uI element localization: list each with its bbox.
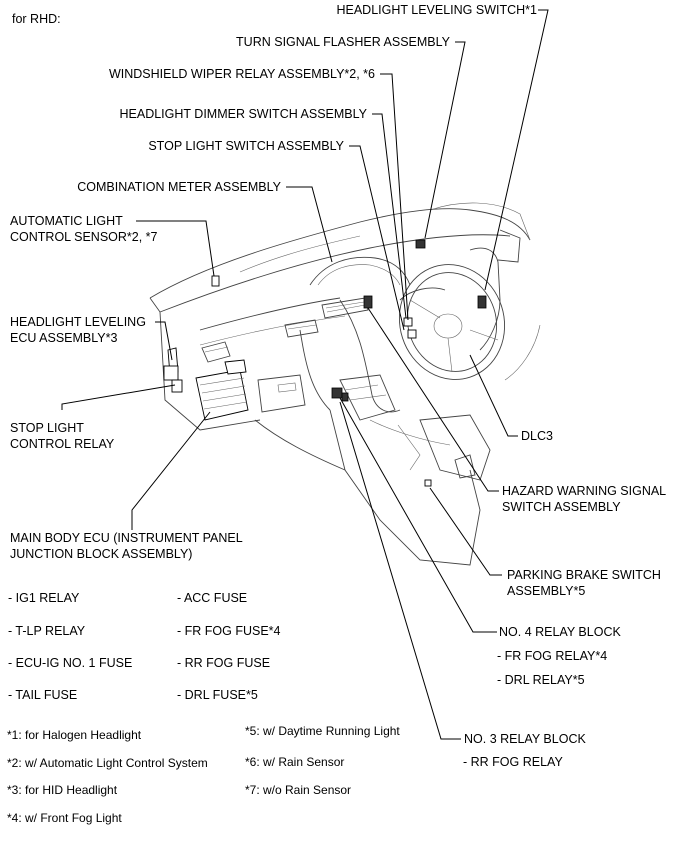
label-stop-light-relay-line1: STOP LIGHT [10, 421, 84, 435]
label-no3-relay-block: NO. 3 RELAY BLOCK [464, 732, 586, 746]
list-item: - RR FOG FUSE [177, 656, 271, 670]
flasher-part [477, 295, 487, 309]
relay-block-no3-part [341, 392, 349, 402]
label-combination-meter: COMBINATION METER ASSEMBLY [77, 180, 281, 194]
label-stop-light-relay-line2: CONTROL RELAY [10, 437, 115, 451]
list-item: - FR FOG RELAY*4 [497, 649, 608, 663]
label-hazard-switch-line2: SWITCH ASSEMBLY [502, 500, 621, 514]
junction-block-part [195, 369, 249, 421]
list-item: - TAIL FUSE [8, 688, 78, 702]
label-no4-relay-block: NO. 4 RELAY BLOCK [499, 625, 621, 639]
list-item: - ACC FUSE [177, 591, 248, 605]
hazard-switch-part [363, 295, 373, 309]
list-item: - FR FOG FUSE*4 [177, 624, 281, 638]
leader-lines [61, 9, 549, 740]
label-main-body-ecu-line1: MAIN BODY ECU (INSTRUMENT PANEL [10, 531, 243, 545]
dashboard-outline [149, 202, 541, 566]
label-parking-brake-line1: PARKING BRAKE SWITCH [507, 568, 661, 582]
auto-light-sensor-part [211, 275, 220, 287]
no3-relay-item: - RR FOG RELAY [463, 755, 563, 769]
list-item: - ECU-IG NO. 1 FUSE [8, 656, 133, 670]
label-headlight-dimmer-switch: HEADLIGHT DIMMER SWITCH ASSEMBLY [119, 107, 368, 121]
list-item: - DRL FUSE*5 [177, 688, 258, 702]
footnote: *7: w/o Rain Sensor [245, 783, 352, 797]
list-item: - DRL RELAY*5 [497, 673, 585, 687]
list-item: - T-LP RELAY [8, 624, 86, 638]
relay-block-no4-part [331, 387, 343, 399]
label-main-body-ecu-line2: JUNCTION BLOCK ASSEMBLY) [10, 547, 193, 561]
footnote: *1: for Halogen Headlight [7, 728, 142, 742]
footnote: *2: w/ Automatic Light Control System [7, 756, 208, 770]
label-leveling-ecu-line1: HEADLIGHT LEVELING [10, 315, 146, 329]
diagram-title: for RHD: [12, 12, 61, 26]
label-turn-signal-flasher: TURN SIGNAL FLASHER ASSEMBLY [236, 35, 450, 49]
label-windshield-wiper-relay: WINDSHIELD WIPER RELAY ASSEMBLY*2, *6 [108, 67, 375, 81]
footnote: *6: w/ Rain Sensor [245, 755, 345, 769]
parking-brake-switch-part [424, 479, 432, 487]
label-leveling-ecu-line2: ECU ASSEMBLY*3 [10, 331, 118, 345]
label-parking-brake-line2: ASSEMBLY*5 [507, 584, 586, 598]
highlighted-parts [163, 239, 487, 487]
footnote: *5: w/ Daytime Running Light [245, 724, 400, 738]
leveling-switch-part [415, 239, 426, 249]
label-hazard-switch-line1: HAZARD WARNING SIGNAL [502, 484, 667, 498]
footnote: *4: w/ Front Fog Light [7, 811, 122, 825]
label-auto-light-sensor-line2: CONTROL SENSOR*2, *7 [10, 230, 158, 244]
label-auto-light-sensor-line1: AUTOMATIC LIGHT [10, 214, 123, 228]
stop-light-relay-part [171, 379, 183, 393]
label-dlc3: DLC3 [521, 429, 553, 443]
footnote: *3: for HID Headlight [7, 783, 118, 797]
label-stop-light-switch: STOP LIGHT SWITCH ASSEMBLY [148, 139, 344, 153]
list-item: - IG1 RELAY [8, 591, 80, 605]
label-headlight-leveling-switch: HEADLIGHT LEVELING SWITCH*1 [336, 3, 537, 17]
